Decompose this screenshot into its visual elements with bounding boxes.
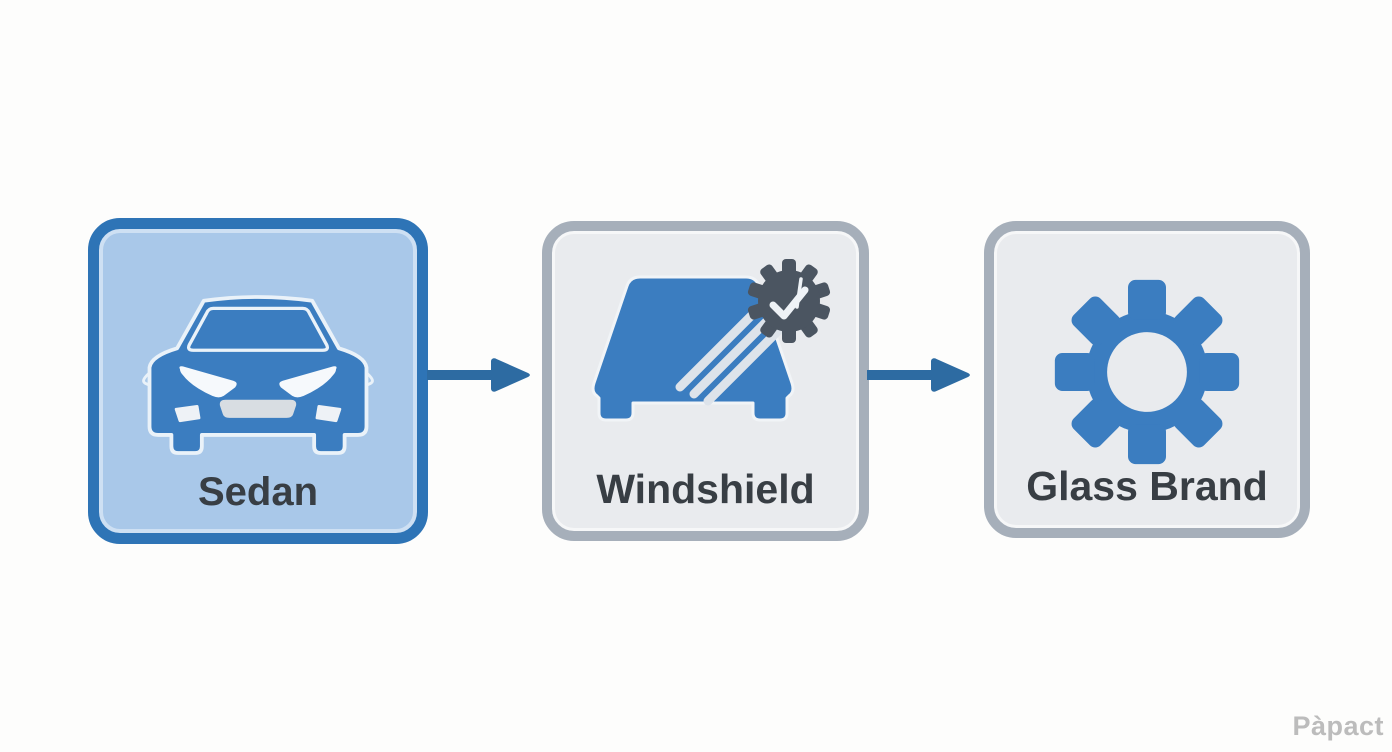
gear-icon xyxy=(1054,279,1240,465)
windshield-certified-icon xyxy=(591,259,830,422)
wiper-streaks xyxy=(675,310,783,406)
arrow-right-icon xyxy=(867,358,970,392)
certification-badge-icon xyxy=(747,259,830,343)
flow-node-windshield[interactable]: Windshield xyxy=(542,221,869,541)
node-label-glass-brand: Glass Brand xyxy=(1026,463,1268,509)
node-label-sedan: Sedan xyxy=(197,470,319,514)
flow-node-glass-brand[interactable]: Glass Brand xyxy=(984,221,1310,538)
arrow-right-icon xyxy=(427,358,530,392)
flow-node-sedan[interactable]: Sedan xyxy=(88,218,428,544)
node-label-windshield: Windshield xyxy=(596,466,815,512)
watermark: Pàpact xyxy=(1292,711,1384,741)
car-front-icon xyxy=(142,295,374,455)
